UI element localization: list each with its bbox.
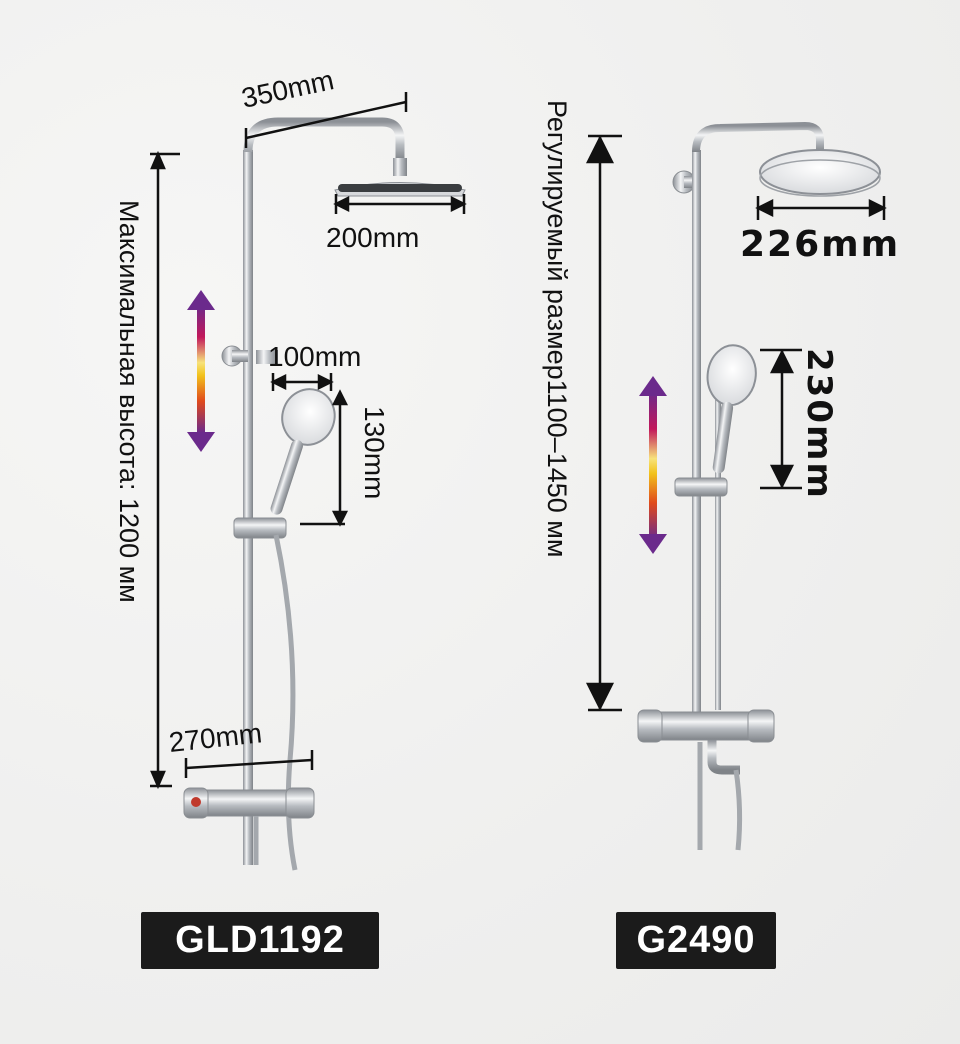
left-shower-illustration — [183, 117, 466, 871]
temperature-arrow-icon-right — [639, 376, 667, 554]
head-diameter-label: 200mm — [326, 222, 419, 253]
hand-shower-length-label: 130mm — [359, 406, 390, 499]
max-height-label: Максимальная высота: 1200 мм — [114, 200, 144, 603]
right-head-diameter-label: 226mm — [740, 224, 900, 265]
right-dimension-lines — [585, 134, 887, 712]
top-arm-width-label: 350mm — [239, 64, 337, 114]
model-badge-right: G2490 — [616, 912, 776, 969]
temperature-arrow-icon — [187, 290, 215, 452]
right-hand-shower-length-label: 230mm — [799, 348, 839, 500]
model-badge-left: GLD1192 — [141, 912, 379, 969]
adjustable-size-label: Регулируемый размер1100–1450 мм — [542, 100, 572, 557]
right-shower-illustration — [637, 121, 881, 851]
hand-shower-width-label: 100mm — [268, 341, 361, 372]
left-dimension-lines — [150, 92, 467, 790]
